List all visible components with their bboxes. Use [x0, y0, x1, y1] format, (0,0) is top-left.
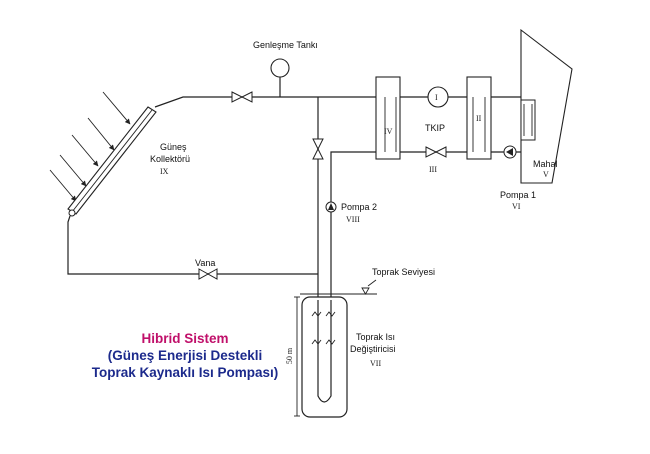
compressor: [427, 86, 449, 108]
piping: [67, 77, 526, 300]
collector-label-2: Kollektörü: [150, 154, 190, 164]
vana-valve: [198, 268, 218, 280]
heat-exchanger-ii: [466, 76, 492, 160]
pump2-label: Pompa 2: [341, 202, 377, 212]
pump1-number: VI: [512, 202, 521, 211]
caption-subtitle-1: (Güneş Enerjisi Destekli: [107, 348, 263, 363]
top-valve: [231, 91, 253, 103]
vertical-valve: [312, 138, 324, 160]
ground-heat-exchanger: [301, 296, 348, 418]
sun-rays: [49, 91, 131, 202]
solar-collector: [67, 106, 157, 217]
hx4-label: IV: [384, 127, 393, 136]
collector-label-1: Güneş: [160, 142, 187, 152]
sun-ray: [71, 134, 99, 167]
heat-exchanger-iv: [375, 76, 401, 160]
sun-ray: [102, 91, 131, 125]
depth-marker: [294, 296, 300, 417]
caption-subtitle-2: Toprak Kaynaklı Isı Pompası): [91, 365, 279, 380]
sun-ray: [87, 117, 115, 151]
ground-hx-label-1: Toprak Isı: [356, 332, 395, 342]
ground-level-label: Toprak Seviyesi: [372, 267, 435, 277]
valve3-label: III: [429, 165, 437, 174]
pump1-label: Pompa 1: [500, 190, 536, 200]
sun-ray: [49, 169, 77, 202]
depth-label: 50 m: [285, 347, 294, 364]
expansion-valve-iii: [425, 146, 447, 158]
compressor-number: I: [435, 93, 438, 102]
caption: Hibrid Sistem (Güneş Enerjisi Destekli T…: [60, 330, 310, 381]
expansion-tank: [270, 58, 290, 78]
pump-2: [325, 201, 337, 213]
hx2-label: II: [476, 114, 482, 123]
pump-1: [503, 145, 517, 159]
collector-number: IX: [160, 167, 169, 176]
ground-level: [300, 279, 377, 295]
room-label: Mahal: [533, 159, 558, 169]
expansion-tank-label: Genleşme Tankı: [253, 40, 318, 50]
ground-hx-number: VII: [370, 359, 381, 368]
caption-title: Hibrid Sistem: [141, 331, 229, 346]
room-number: V: [543, 170, 549, 179]
tkip-label: TKIP: [425, 123, 445, 133]
sun-ray: [59, 154, 87, 187]
ground-hx-label-2: Değiştiricisi: [350, 344, 396, 354]
valve-label: Vana: [195, 258, 215, 268]
room: [520, 28, 573, 184]
pump2-number: VIII: [346, 215, 360, 224]
